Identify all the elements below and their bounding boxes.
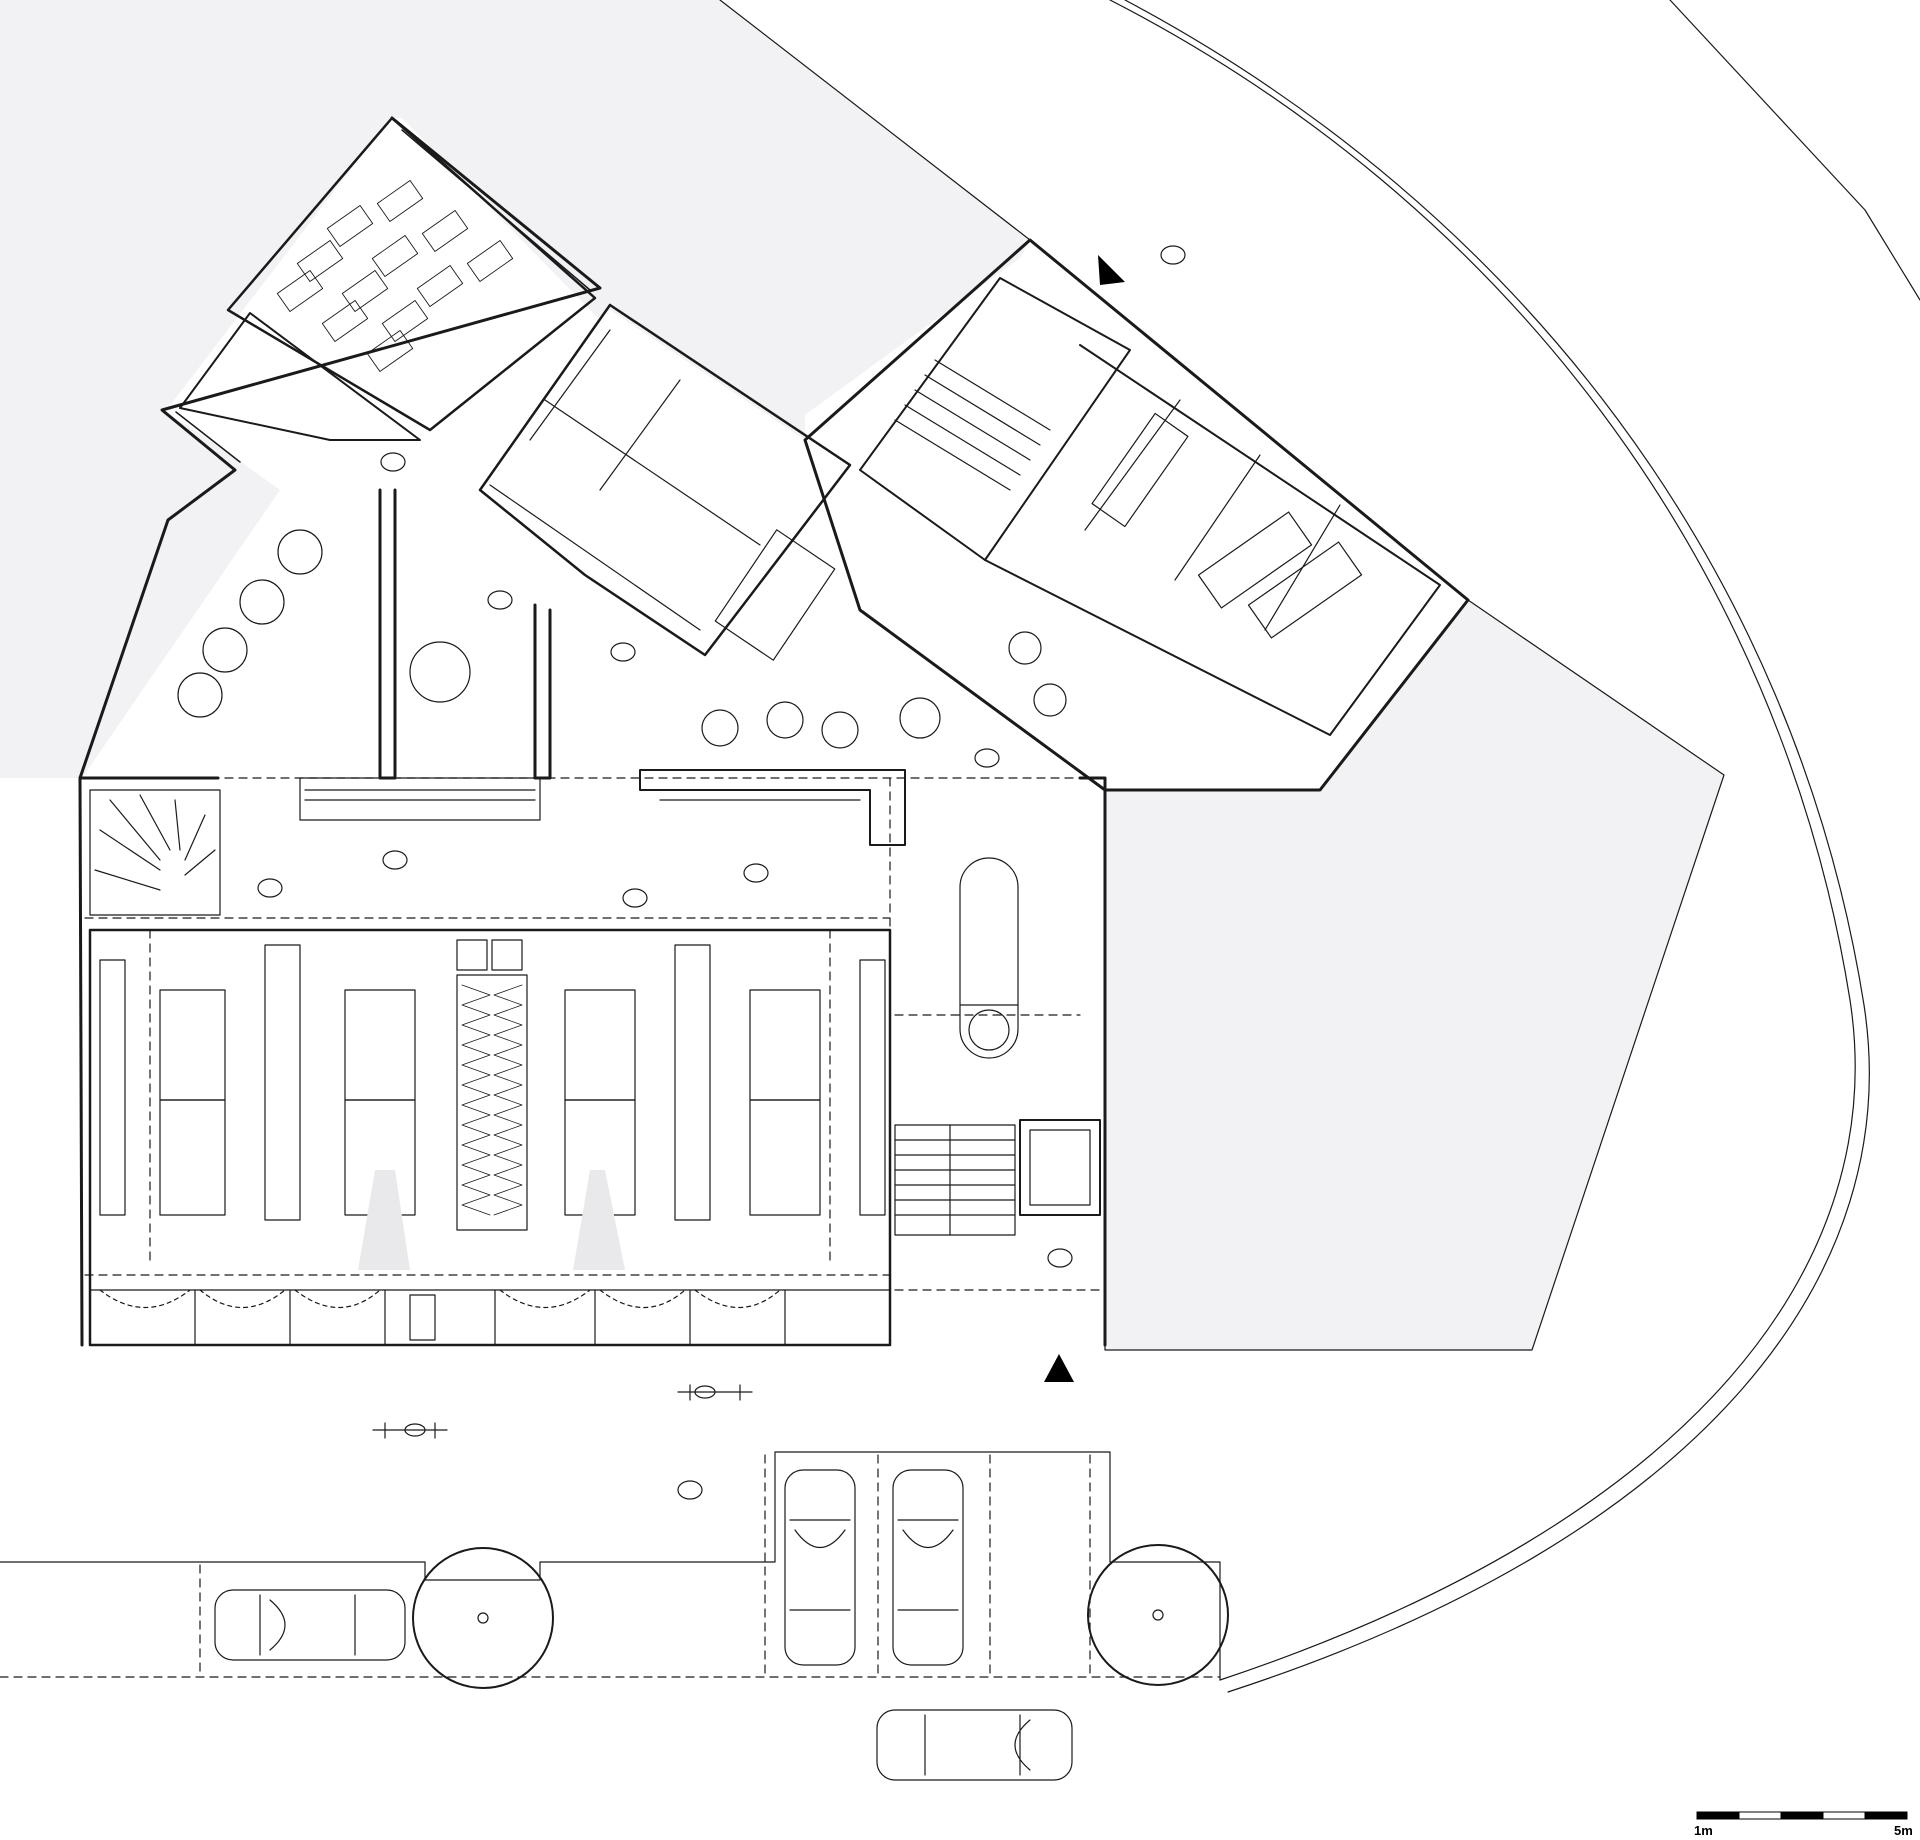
scale-label-start: 1m <box>1694 1823 1713 1838</box>
car-parked-2 <box>892 1469 964 1666</box>
tree-left <box>412 1547 554 1689</box>
ne-stair <box>894 359 1051 491</box>
nw-meeting-room <box>226 116 597 432</box>
core-wall-a <box>378 488 397 780</box>
scale-label-end: 5m <box>1894 1823 1913 1838</box>
light-cone-right <box>573 1170 625 1270</box>
entrance-marker-ne <box>1098 255 1125 285</box>
people <box>257 245 1186 1500</box>
round-tables <box>177 529 1067 749</box>
counter-left <box>299 777 541 821</box>
workshop-hall <box>88 928 892 1347</box>
road-line-far-right <box>1669 0 1920 301</box>
tree-right <box>1087 1544 1229 1686</box>
grey-zone-right <box>1104 599 1725 1351</box>
counter-right <box>639 769 906 846</box>
car-bottom <box>876 1709 1073 1781</box>
road-curve-outer <box>1109 0 1856 1681</box>
wc-block <box>478 303 852 657</box>
kitchen-counter <box>714 529 836 661</box>
oval-element <box>959 857 1019 1059</box>
street-kerb <box>0 1451 1221 1681</box>
scale-bar <box>1696 1811 1908 1820</box>
front-bays <box>89 1289 891 1346</box>
nw-small-room <box>179 312 421 441</box>
nw-desks <box>276 180 514 372</box>
road-line-top <box>719 0 1031 241</box>
street-dashed <box>0 1454 1221 1678</box>
bicycles <box>372 1384 753 1439</box>
east-stair <box>894 1124 1016 1236</box>
road-curve-inner <box>1124 0 1870 1693</box>
lift <box>1019 1119 1101 1216</box>
spiral-stair <box>89 789 221 916</box>
desk-group-left <box>99 944 886 1221</box>
corridor-dashed <box>84 777 1081 1346</box>
core-wall-b <box>533 603 552 780</box>
entrance-marker-south <box>1044 1354 1074 1382</box>
central-shelving <box>456 974 528 1231</box>
car-left <box>214 1589 406 1661</box>
car-parked-1 <box>784 1469 856 1666</box>
light-cone-left <box>358 1170 410 1270</box>
grey-zone-top-left <box>0 0 1030 778</box>
ne-desks <box>1091 412 1363 639</box>
